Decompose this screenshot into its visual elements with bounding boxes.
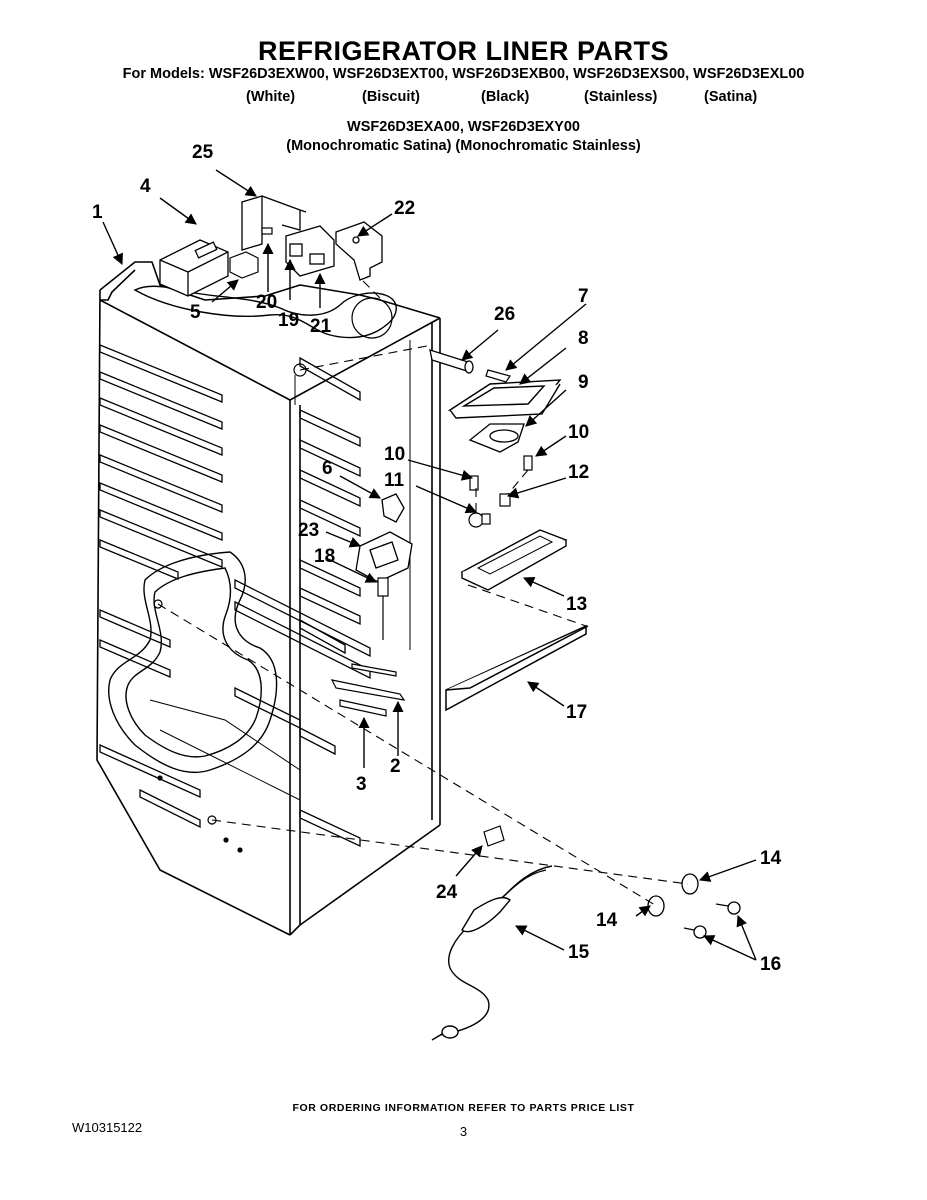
part-17-shape: [445, 624, 589, 712]
part-13-shape: [460, 529, 568, 591]
callout-25: 25: [192, 142, 214, 163]
part-19-21-shape: [285, 225, 335, 277]
finish-black: (Black): [481, 89, 530, 105]
part-10-shape: [469, 455, 533, 491]
callout-3: 3: [356, 774, 367, 795]
part-6-shape: [381, 493, 405, 523]
callout-10b: 10: [568, 422, 589, 443]
finish-satina: (Satina): [704, 89, 758, 105]
callout-17: 17: [566, 702, 587, 723]
callout-21: 21: [310, 316, 332, 337]
part-24-shape: [483, 825, 505, 847]
callout-14b: 14: [596, 910, 618, 931]
callout-23: 23: [298, 520, 319, 541]
part-8-shape: [447, 379, 562, 419]
liner-holes: [153, 297, 393, 853]
callout-5: 5: [190, 302, 201, 323]
left-wall-shelf-rails: [99, 344, 223, 829]
finish-biscuit: (Biscuit): [362, 89, 420, 105]
callout-18: 18: [314, 546, 335, 567]
assembly-dashed-lines: [157, 279, 689, 906]
part-23-shape: [355, 531, 413, 583]
callout-arrows: [102, 169, 757, 961]
part-9-shape: [468, 423, 525, 453]
callout-6: 6: [322, 458, 333, 479]
callout-10a: 10: [384, 444, 405, 465]
models-line: For Models: WSF26D3EXW00, WSF26D3EXT00, …: [122, 66, 805, 82]
callout-2: 2: [390, 756, 401, 777]
document-number: W10315122: [72, 1120, 143, 1135]
finish-white: (White): [246, 89, 296, 105]
callout-labels: 25 4 1 22 5 20 19 21 26 7 8 9 10 10 11 1…: [92, 142, 782, 975]
callout-7: 7: [578, 286, 589, 307]
callout-26: 26: [494, 304, 515, 325]
page-title: REFRIGERATOR LINER PARTS: [257, 36, 669, 66]
callout-4: 4: [140, 176, 151, 197]
callout-11: 11: [384, 470, 405, 491]
callout-15: 15: [568, 942, 590, 963]
part-20-shape: [261, 227, 273, 235]
right-wall-shelf-rails: [234, 356, 371, 848]
callout-19: 19: [278, 310, 299, 331]
part-4-shape: [159, 239, 229, 297]
callout-16: 16: [760, 954, 781, 975]
part-22-shape: [335, 221, 383, 281]
part-18-shape: [377, 577, 389, 640]
callout-14a: 14: [760, 848, 782, 869]
part-15-shape: [431, 865, 553, 1041]
ordering-note: FOR ORDERING INFORMATION REFER TO PARTS …: [292, 1102, 635, 1114]
part-12-shape: [499, 493, 511, 507]
callout-24: 24: [436, 882, 458, 903]
callout-9: 9: [578, 372, 589, 393]
page-number: 3: [459, 1124, 468, 1139]
part-2-3-shape: [330, 663, 406, 717]
callout-12: 12: [568, 462, 589, 483]
part-25-shape: [241, 195, 307, 251]
liner-shell: [96, 261, 441, 936]
finishes-line-2: (Monochromatic Satina) (Monochromatic St…: [286, 138, 641, 154]
part-26-shape: [429, 349, 474, 374]
liner-interior-outline: [108, 551, 301, 801]
part-5-shape: [229, 251, 259, 279]
callout-13: 13: [566, 594, 587, 615]
callout-20: 20: [256, 292, 277, 313]
callout-22: 22: [394, 198, 415, 219]
part-11-shape: [468, 512, 491, 528]
models-line-2: WSF26D3EXA00, WSF26D3EXY00: [347, 119, 580, 135]
finish-stainless: (Stainless): [584, 89, 658, 105]
part-7-shape: [485, 369, 511, 383]
callout-1: 1: [92, 202, 103, 223]
callout-8: 8: [578, 328, 589, 349]
top-blob-panel: [133, 285, 397, 339]
part-14-16-shapes: [647, 873, 741, 939]
